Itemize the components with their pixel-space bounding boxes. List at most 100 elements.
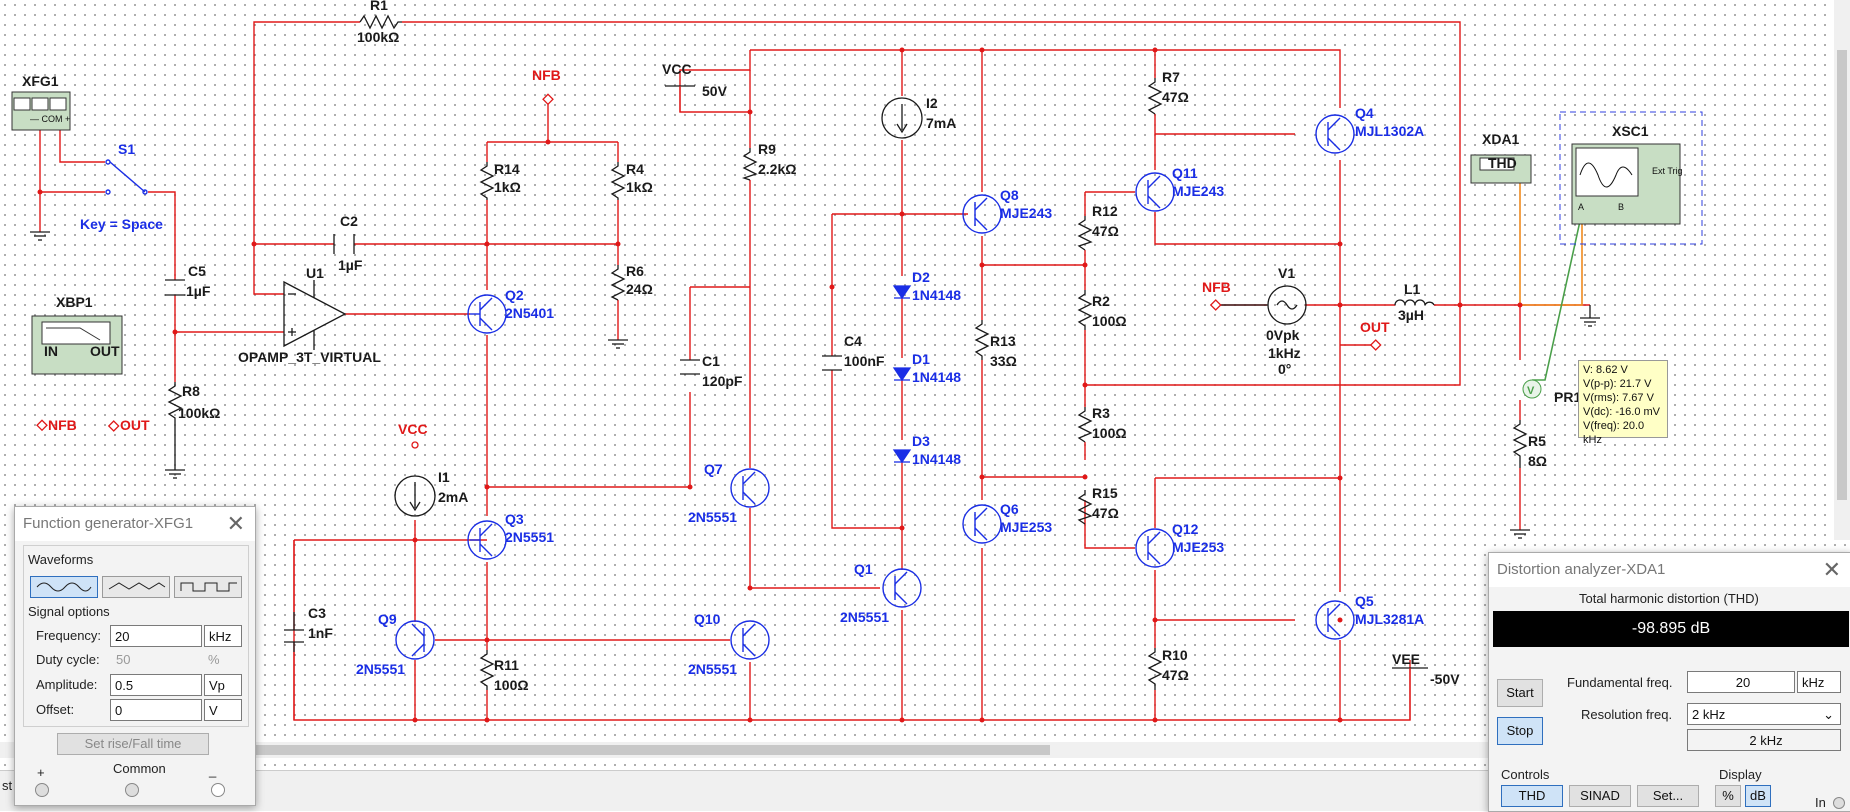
horizontal-scroll-thumb[interactable] — [60, 745, 1050, 755]
r12-resistor[interactable] — [1077, 216, 1093, 251]
q10-transistor[interactable] — [730, 620, 770, 660]
function-generator-titlebar[interactable]: Function generator-XFG1 ✕ — [15, 507, 255, 541]
horizontal-scrollbar[interactable] — [0, 742, 1490, 758]
u1-opamp[interactable] — [283, 280, 347, 350]
q11-label: Q11 — [1172, 165, 1198, 181]
d3-diode[interactable] — [892, 449, 912, 464]
percent-display-button[interactable]: % — [1715, 785, 1741, 807]
minus-terminal[interactable] — [211, 783, 225, 797]
i2-value: 7mA — [926, 115, 956, 131]
q11-transistor[interactable] — [1135, 172, 1175, 212]
xbp1-instrument[interactable] — [31, 315, 123, 375]
c1-capacitor[interactable] — [680, 359, 700, 375]
r1-resistor[interactable] — [359, 14, 402, 30]
offset-input[interactable]: 0 — [110, 699, 202, 721]
minus-terminal-label: _ — [209, 763, 217, 778]
distortion-analyzer-titlebar[interactable]: Distortion analyzer-XDA1 ✕ — [1489, 553, 1850, 587]
q7-transistor[interactable] — [730, 468, 770, 508]
nfb-text-mid: NFB — [1202, 279, 1231, 295]
d2-diode[interactable] — [892, 285, 912, 300]
r11-resistor[interactable] — [479, 650, 495, 690]
r4-resistor[interactable] — [610, 162, 626, 200]
q8-transistor[interactable] — [962, 194, 1002, 234]
common-terminal[interactable] — [125, 783, 139, 797]
r1-label: R1 — [370, 0, 388, 13]
q8-label: Q8 — [1000, 187, 1019, 203]
xda1-instrument[interactable] — [1470, 154, 1532, 184]
r14-resistor[interactable] — [479, 162, 495, 200]
probe-line: V(rms): 7.67 V — [1583, 392, 1654, 404]
triangle-wave-button[interactable] — [102, 576, 170, 598]
in-terminal[interactable] — [1833, 797, 1845, 809]
r3-resistor[interactable] — [1077, 407, 1093, 443]
q5-transistor[interactable] — [1315, 600, 1355, 640]
q1-transistor[interactable] — [882, 568, 922, 608]
r9-resistor[interactable] — [741, 148, 758, 181]
vee-value: -50V — [1430, 671, 1460, 687]
xfg1-instrument[interactable]: — COM + — [11, 91, 71, 131]
set-button[interactable]: Set... — [1637, 785, 1699, 807]
u1-label: U1 — [306, 265, 324, 281]
r6-resistor[interactable] — [610, 265, 626, 301]
amplitude-input[interactable]: 0.5 — [110, 674, 202, 696]
square-wave-button[interactable] — [174, 576, 242, 598]
q6-transistor[interactable] — [962, 504, 1002, 544]
l1-value: 3µH — [1398, 307, 1424, 323]
amplitude-unit[interactable]: Vp — [204, 674, 242, 696]
r15-resistor[interactable] — [1077, 490, 1093, 525]
q4-transistor[interactable] — [1315, 114, 1355, 154]
q6-label: Q6 — [1000, 501, 1019, 517]
d3-label: D3 — [912, 433, 930, 449]
start-button[interactable]: Start — [1497, 679, 1543, 707]
c4-capacitor[interactable] — [822, 355, 842, 371]
xsc1-instrument[interactable] — [1559, 111, 1703, 245]
resolution-freq-select[interactable]: 2 kHz ⌄ — [1687, 703, 1841, 725]
close-icon[interactable]: ✕ — [226, 511, 245, 536]
r13-resistor[interactable] — [974, 320, 990, 360]
plus-terminal[interactable] — [35, 783, 49, 797]
fundamental-freq-input[interactable]: 20 — [1687, 671, 1795, 693]
pr1-probe[interactable]: V — [1522, 379, 1542, 399]
r7-resistor[interactable] — [1147, 78, 1163, 115]
i1-current-source[interactable] — [394, 475, 436, 517]
vertical-scrollbar[interactable] — [1834, 0, 1850, 540]
offset-unit[interactable]: V — [204, 699, 242, 721]
sine-wave-button[interactable] — [30, 576, 98, 598]
vertical-scroll-thumb[interactable] — [1837, 50, 1847, 500]
close-icon[interactable]: ✕ — [1822, 557, 1841, 582]
l1-inductor[interactable] — [1394, 299, 1435, 306]
ground-symbols — [30, 231, 1600, 539]
q2-label: Q2 — [505, 287, 524, 303]
thd-mode-button[interactable]: THD — [1501, 785, 1563, 807]
q9-transistor[interactable] — [395, 620, 435, 660]
r4-label: R4 — [626, 161, 644, 177]
d1-diode[interactable] — [892, 367, 912, 382]
stop-button[interactable]: Stop — [1497, 717, 1543, 745]
q12-transistor[interactable] — [1135, 528, 1175, 568]
q2-transistor[interactable] — [467, 294, 507, 334]
set-rise-fall-button[interactable]: Set rise/Fall time — [57, 733, 209, 755]
fundamental-freq-unit[interactable]: kHz — [1797, 671, 1841, 693]
v1-source[interactable] — [1218, 285, 1307, 325]
xsc1-b: B — [1618, 202, 1624, 212]
r10-resistor[interactable] — [1147, 648, 1163, 690]
c3-capacitor[interactable] — [284, 612, 304, 652]
frequency-input[interactable]: 20 — [110, 625, 202, 647]
q3-transistor[interactable] — [467, 520, 507, 560]
probe-wire — [1532, 211, 1583, 381]
c2-capacitor[interactable] — [333, 234, 355, 254]
s1-switch[interactable] — [105, 159, 148, 195]
c5-capacitor[interactable] — [165, 279, 185, 296]
sinad-mode-button[interactable]: SINAD — [1569, 785, 1631, 807]
q5-value: MJL3281A — [1355, 611, 1424, 627]
r2-resistor[interactable] — [1077, 290, 1093, 330]
q12-label: Q12 — [1172, 521, 1199, 537]
frequency-unit[interactable]: kHz — [204, 625, 242, 647]
q5-label: Q5 — [1355, 593, 1374, 609]
db-display-button[interactable]: dB — [1745, 785, 1771, 807]
q7-value: 2N5551 — [688, 509, 737, 525]
r8-resistor[interactable] — [167, 382, 183, 470]
i2-current-source[interactable] — [881, 97, 923, 139]
r5-resistor[interactable] — [1512, 420, 1528, 468]
